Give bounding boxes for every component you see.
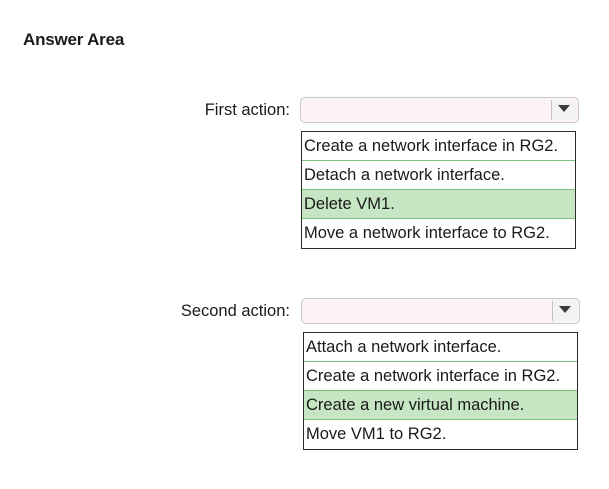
first-action-option[interactable]: Move a network interface to RG2.: [304, 224, 550, 242]
first-action-dropdown[interactable]: [300, 97, 579, 123]
second-action-options: Attach a network interface. Create a net…: [303, 332, 578, 450]
first-action-options: Create a network interface in RG2. Detac…: [301, 131, 576, 249]
chevron-down-icon: [558, 105, 570, 112]
second-action-dropdown-toggle[interactable]: [552, 301, 577, 321]
second-action-option-selected[interactable]: Create a new virtual machine.: [304, 391, 577, 420]
second-action-dropdown[interactable]: [301, 298, 580, 324]
second-action-option[interactable]: Move VM1 to RG2.: [306, 425, 447, 443]
first-action-option[interactable]: Create a network interface in RG2.: [302, 132, 575, 161]
second-action-option[interactable]: Create a network interface in RG2.: [304, 362, 577, 391]
first-action-option-selected[interactable]: Delete VM1.: [302, 190, 575, 219]
first-action-option[interactable]: Detach a network interface.: [302, 161, 575, 190]
answer-area-title: Answer Area: [23, 30, 125, 49]
second-action-label: Second action:: [180, 302, 290, 320]
chevron-down-icon: [559, 306, 571, 313]
first-action-label: First action:: [204, 101, 290, 119]
second-action-option[interactable]: Attach a network interface.: [304, 333, 577, 362]
first-action-dropdown-toggle[interactable]: [551, 100, 576, 120]
